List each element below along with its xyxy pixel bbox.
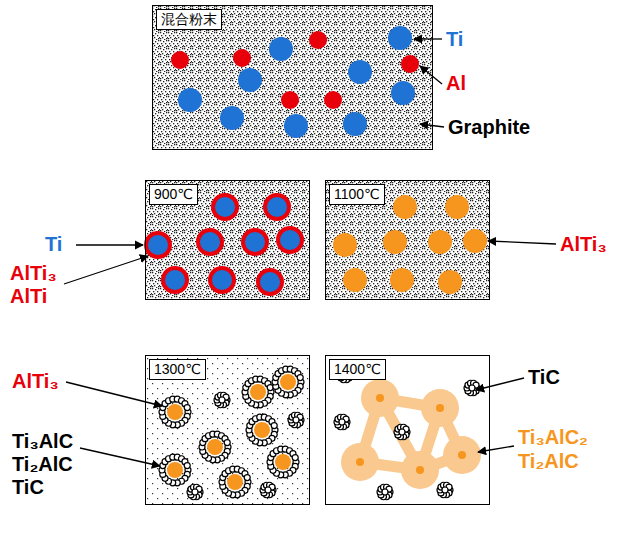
phase-label: AlTi₃ bbox=[12, 370, 59, 392]
tic-cluster bbox=[187, 392, 304, 500]
phase-label: Ti₃AlC bbox=[12, 430, 73, 452]
stage-panel: 1400℃ bbox=[325, 355, 490, 505]
phase-label: TiC bbox=[12, 476, 44, 498]
phase-label: Al bbox=[446, 72, 466, 94]
stage-panel: 混合粉末 bbox=[152, 5, 433, 150]
alti3-particle bbox=[333, 195, 487, 294]
phase-label: AlTi₃ bbox=[10, 262, 57, 284]
panel-ground bbox=[325, 180, 490, 300]
al-particle bbox=[171, 31, 419, 109]
ti-core-ring bbox=[146, 195, 302, 294]
panel-ground bbox=[325, 355, 490, 505]
stage-panel: 900℃ bbox=[145, 180, 310, 300]
carbide-shell bbox=[159, 366, 304, 498]
stage-label: 1400℃ bbox=[329, 359, 386, 380]
phase-label: AlTi bbox=[10, 285, 47, 307]
ti-particle bbox=[178, 26, 415, 138]
panel-ground bbox=[145, 180, 310, 300]
phase-label: Graphite bbox=[448, 116, 530, 138]
phase-label: AlTi₃ bbox=[560, 233, 607, 255]
stage-panel: 1300℃ bbox=[145, 355, 310, 505]
phase-label: Ti bbox=[45, 233, 62, 255]
stage-label: 1100℃ bbox=[329, 184, 385, 205]
panel-ground bbox=[152, 5, 433, 150]
phase-label: Ti₂AlC bbox=[518, 450, 579, 472]
phase-label: Ti bbox=[446, 28, 463, 50]
alti3-core bbox=[167, 374, 296, 490]
stage-label: 900℃ bbox=[149, 184, 198, 205]
max-phase-grain bbox=[341, 379, 481, 489]
max-phase-core bbox=[356, 394, 466, 474]
stage-label: 混合粉末 bbox=[156, 9, 222, 30]
phase-label: Ti₃AlC₂ bbox=[518, 426, 588, 448]
stage-label: 1300℃ bbox=[149, 359, 206, 380]
phase-label: Ti₂AlC bbox=[12, 453, 73, 475]
tic-cluster bbox=[334, 367, 480, 500]
stage-panel: 1100℃ bbox=[325, 180, 490, 300]
leader-lines bbox=[64, 39, 556, 466]
phase-label: TiC bbox=[528, 366, 560, 388]
panel-ground bbox=[145, 355, 310, 505]
